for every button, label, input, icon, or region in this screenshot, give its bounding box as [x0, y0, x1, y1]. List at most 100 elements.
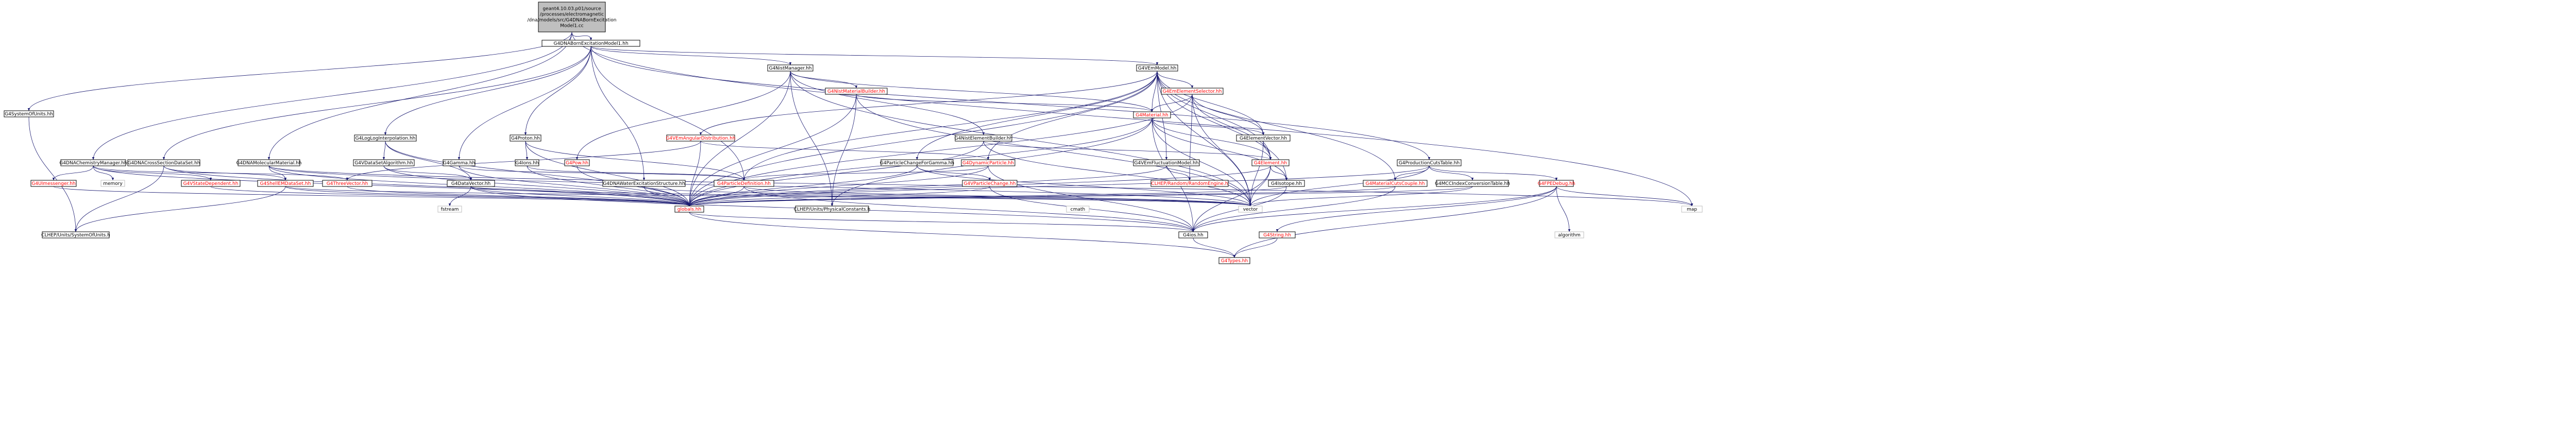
edge-dynparticle-to-particledef	[742, 165, 989, 181]
node-pow[interactable]: G4Pow.hh	[564, 159, 590, 166]
node-dynparticle[interactable]: G4DynamicParticle.hh	[961, 159, 1015, 166]
node-box-isotope	[1268, 180, 1305, 187]
edge-vemfluct-to-globals	[688, 165, 1167, 207]
node-label-root-line3: Model1.cc	[560, 24, 584, 29]
node-vemfluct[interactable]: G4VEmFluctuationModel.hh	[1133, 159, 1200, 166]
node-root: geant4.10.03.p01/source/processes/electr…	[528, 2, 616, 32]
node-box-gamma	[443, 159, 476, 166]
node-map: map	[1681, 206, 1703, 213]
node-label-isotope: G4Isotope.hh	[1271, 181, 1302, 186]
edge-g4fpe-to-g4types	[1233, 186, 1557, 258]
node-box-loglog	[354, 134, 417, 142]
node-vemangular[interactable]: G4VEmAngularDistribution.hh	[666, 134, 736, 142]
edge-vemangular-to-globals	[688, 141, 701, 207]
edge-particledef-to-vector	[743, 186, 1251, 207]
node-box-vemangular	[666, 134, 735, 142]
node-emelemselector[interactable]: G4EmElementSelector.hh	[1161, 88, 1224, 95]
edge-elemvector-to-element	[1263, 141, 1272, 160]
dependency-edges	[27, 31, 1693, 258]
node-label-vparticlechange: G4VParticleChange.hh	[964, 181, 1016, 186]
node-prodcuts[interactable]: G4ProductionCutsTable.hh	[1397, 159, 1462, 166]
edge-emelemselector-to-randengine	[1188, 94, 1193, 181]
edge-emelemselector-to-material	[1150, 94, 1193, 112]
edge-prodcuts-to-vector	[1249, 165, 1430, 207]
node-particledef[interactable]: G4ParticleDefinition.hh	[714, 180, 774, 187]
node-ions[interactable]: G4Ions.hh	[515, 159, 539, 166]
node-uimessenger[interactable]: G4UImessenger.hh	[30, 180, 77, 187]
edge-vemmodel-to-vector	[1157, 71, 1252, 207]
edge-material-to-isotope	[1151, 117, 1288, 181]
edge-pchangegamma-to-globals	[688, 165, 918, 207]
node-globals[interactable]: globals.hh	[674, 206, 704, 213]
node-label-crosssec: G4DNACrossSectionDataSet.hh	[127, 161, 200, 166]
node-box-g4types	[1218, 257, 1250, 264]
node-label-g4types: G4Types.hh	[1221, 259, 1248, 264]
node-isotope[interactable]: G4Isotope.hh	[1268, 180, 1305, 187]
node-box-threevector	[322, 180, 372, 187]
edge-shellemdata-to-clhepsysunits	[74, 186, 286, 232]
edge-bornmodel-to-crosssec	[162, 46, 591, 160]
edge-root-to-sysunits	[27, 31, 572, 111]
node-label-nistmgr: G4NistManager.hh	[769, 66, 811, 71]
node-vemmodel[interactable]: G4VEmModel.hh	[1136, 64, 1178, 72]
node-box-ions	[515, 159, 539, 166]
node-chemmgr[interactable]: G4DNAChemistryManager.hh	[59, 159, 127, 166]
node-box-nistmgr	[767, 64, 814, 72]
node-g4string[interactable]: G4String.hh	[1259, 231, 1296, 238]
node-element[interactable]: G4Element.hh	[1251, 159, 1290, 166]
node-fstream: fstream	[437, 206, 462, 213]
node-nistmatbuilder[interactable]: G4NistMaterialBuilder.hh	[825, 88, 888, 95]
node-g4fpe[interactable]: G4FPEDebug.hh	[1538, 180, 1575, 187]
node-nistelembuilder[interactable]: G4NistElementBuilder.hh	[955, 134, 1013, 142]
node-clhepsysunits[interactable]: CLHEP/Units/SystemOfUnits.h	[41, 231, 110, 238]
edge-chemmgr-to-memory	[93, 165, 114, 181]
node-waterexc[interactable]: G4DNAWaterExcitationStructure.hh	[602, 180, 686, 187]
node-material[interactable]: G4Material.hh	[1133, 111, 1171, 118]
node-vstatedep[interactable]: G4VStateDependent.hh	[181, 180, 241, 187]
node-label-emelemselector: G4EmElementSelector.hh	[1163, 89, 1222, 94]
node-randengine[interactable]: CLHEP/Random/RandomEngine.h	[1150, 180, 1229, 187]
node-box-g4fpe	[1539, 180, 1574, 187]
edge-bornmodel-to-gamma	[457, 46, 591, 160]
node-label-vemmodel: G4VEmModel.hh	[1138, 66, 1177, 71]
node-shellemdata[interactable]: G4ShellEMDataSet.hh	[257, 180, 314, 187]
node-label-threevector: G4ThreeVector.hh	[327, 181, 368, 186]
node-g4ios[interactable]: G4ios.hh	[1178, 231, 1208, 238]
edge-datavector-to-globals	[470, 186, 691, 207]
node-molmat[interactable]: G4DNAMolecularMaterial.hh	[236, 159, 302, 166]
edge-nistmgr-to-nistelembuilder	[790, 71, 985, 135]
edge-elemvector-to-vector	[1249, 141, 1264, 207]
edge-vemmodel-to-vemangular	[699, 71, 1158, 135]
node-box-vparticlechange	[962, 180, 1018, 187]
node-physconst[interactable]: CLHEP/Units/PhysicalConstants.h	[794, 206, 871, 213]
node-sysunits[interactable]: G4SystemOfUnits.hh	[4, 110, 54, 117]
node-g4types[interactable]: G4Types.hh	[1218, 257, 1250, 264]
node-vdataset[interactable]: G4VDataSetAlgorithm.hh	[353, 159, 415, 166]
node-loglog[interactable]: G4LogLogInterpolation.hh	[354, 134, 417, 142]
node-label-bornmodel: G4DNABornExcitationModel1.hh	[553, 41, 628, 46]
edge-root-to-map	[571, 31, 1693, 207]
node-proton[interactable]: G4Proton.hh	[510, 134, 541, 142]
node-box-sysunits	[4, 110, 54, 117]
node-threevector[interactable]: G4ThreeVector.hh	[322, 180, 372, 187]
node-datavector[interactable]: G4DataVector.hh	[447, 180, 495, 187]
node-pchangegamma[interactable]: G4ParticleChangeForGamma.hh	[880, 159, 954, 166]
node-label-vdataset: G4VDataSetAlgorithm.hh	[354, 161, 413, 166]
node-matcutscouple[interactable]: G4MaterialCutsCouple.hh	[1363, 180, 1428, 187]
edge-vemmodel-to-particledef	[742, 71, 1158, 181]
edge-vemmodel-to-material	[1150, 71, 1158, 112]
node-crosssec[interactable]: G4DNACrossSectionDataSet.hh	[127, 159, 200, 166]
node-box-vemmodel	[1136, 64, 1178, 72]
node-nistmgr[interactable]: G4NistManager.hh	[767, 64, 814, 72]
edge-shellemdata-to-globals	[285, 186, 691, 207]
edge-element-to-g4ios	[1192, 165, 1271, 232]
node-elemvector[interactable]: G4ElementVector.hh	[1236, 134, 1291, 142]
node-gamma[interactable]: G4Gamma.hh	[443, 159, 476, 166]
node-box-g4string	[1259, 231, 1296, 238]
edge-waterexc-to-globals	[643, 186, 691, 207]
node-bornmodel[interactable]: G4DNABornExcitationModel1.hh	[541, 40, 640, 47]
node-box-particledef	[714, 180, 774, 187]
node-vparticlechange[interactable]: G4VParticleChange.hh	[962, 180, 1018, 187]
edge-matcutscouple-to-g4ios	[1192, 186, 1396, 232]
node-mcconv[interactable]: G4MCCIndexConversionTable.hh	[1435, 180, 1510, 187]
